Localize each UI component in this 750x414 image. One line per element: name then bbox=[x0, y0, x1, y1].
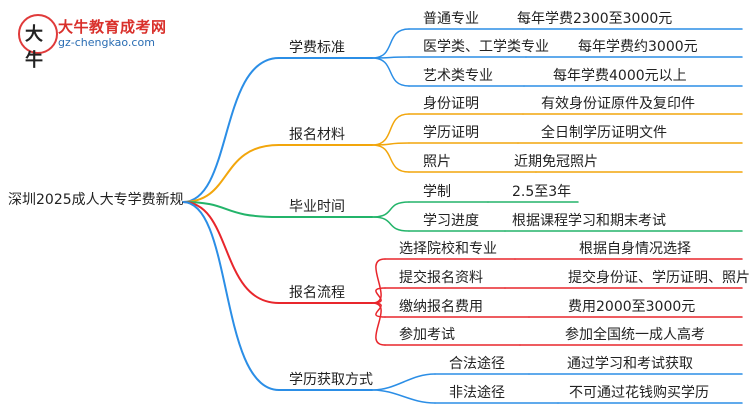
branch-connector-5 bbox=[182, 201, 280, 391]
child-connector-2-3 bbox=[371, 144, 410, 173]
branch-label-1: 学费标准 bbox=[289, 40, 345, 56]
child-label-1-2: 医学类、工学类专业 bbox=[423, 39, 549, 55]
child-label-4-2: 提交报名资料 bbox=[399, 270, 483, 286]
detail-label-1-2: 每年学费约3000元 bbox=[578, 39, 698, 55]
detail-label-3-1: 2.5至3年 bbox=[512, 184, 572, 200]
child-label-4-3: 缴纳报名费用 bbox=[399, 299, 483, 315]
child-connector-4-1 bbox=[371, 258, 386, 304]
detail-label-3-2: 根据课程学习和期末考试 bbox=[512, 213, 666, 229]
branch-connector-3 bbox=[182, 201, 280, 218]
detail-label-2-1: 有效身份证原件及复印件 bbox=[541, 96, 695, 112]
branch-label-3: 毕业时间 bbox=[289, 199, 345, 215]
branch-label-5: 学历获取方式 bbox=[289, 372, 373, 388]
child-label-2-1: 身份证明 bbox=[423, 96, 479, 112]
detail-label-1-3: 每年学费4000元以上 bbox=[553, 68, 687, 84]
site-logo[interactable]: 大牛 大牛教育成考网 gz-chengkao.com bbox=[18, 14, 166, 71]
detail-label-2-3: 近期免冠照片 bbox=[514, 154, 598, 170]
logo-url: gz-chengkao.com bbox=[58, 36, 155, 49]
detail-label-1-1: 每年学费2300至3000元 bbox=[517, 11, 673, 27]
child-connector-4-4 bbox=[371, 302, 386, 346]
detail-label-4-3: 费用2000至3000元 bbox=[568, 299, 696, 315]
child-label-5-1: 合法途径 bbox=[449, 356, 505, 372]
child-label-2-3: 照片 bbox=[423, 154, 451, 170]
logo-mark-text: 大牛 bbox=[25, 24, 43, 71]
child-label-4-4: 参加考试 bbox=[399, 327, 455, 343]
child-label-2-2: 学历证明 bbox=[423, 125, 479, 141]
child-label-4-1: 选择院校和专业 bbox=[399, 241, 497, 257]
detail-label-5-2: 不可通过花钱购买学历 bbox=[569, 385, 709, 401]
logo-title: 大牛教育成考网 bbox=[58, 18, 167, 36]
child-label-1-1: 普通专业 bbox=[423, 11, 479, 27]
child-label-1-3: 艺术类专业 bbox=[423, 68, 493, 84]
child-connector-4-2 bbox=[371, 287, 386, 304]
detail-label-4-1: 根据自身情况选择 bbox=[579, 241, 691, 257]
child-connector-3-2 bbox=[371, 216, 410, 232]
branch-label-4: 报名流程 bbox=[289, 285, 345, 301]
branch-connector-4 bbox=[182, 201, 280, 304]
child-label-5-2: 非法途径 bbox=[449, 385, 505, 401]
logo-mark-icon: 大牛 bbox=[18, 14, 58, 71]
branch-label-2: 报名材料 bbox=[289, 127, 345, 143]
branch-connector-1 bbox=[182, 57, 280, 203]
root-node-label: 深圳2025成人大专学费新规 bbox=[8, 192, 184, 208]
detail-label-2-2: 全日制学历证明文件 bbox=[541, 125, 667, 141]
child-label-3-2: 学习进度 bbox=[423, 213, 479, 229]
child-label-3-1: 学制 bbox=[423, 184, 451, 200]
child-connector-3-1 bbox=[371, 201, 410, 218]
detail-label-4-4: 参加全国统一成人高考 bbox=[565, 327, 705, 343]
detail-label-5-1: 通过学习和考试获取 bbox=[567, 356, 693, 372]
branch-connector-2 bbox=[182, 144, 280, 203]
detail-label-4-2: 提交身份证、学历证明、照片 bbox=[568, 270, 750, 286]
child-connector-1-3 bbox=[371, 57, 410, 87]
child-connector-2-1 bbox=[371, 113, 410, 146]
child-connector-5-2 bbox=[371, 389, 436, 404]
child-connector-5-1 bbox=[371, 373, 436, 391]
child-connector-1-1 bbox=[371, 28, 410, 59]
